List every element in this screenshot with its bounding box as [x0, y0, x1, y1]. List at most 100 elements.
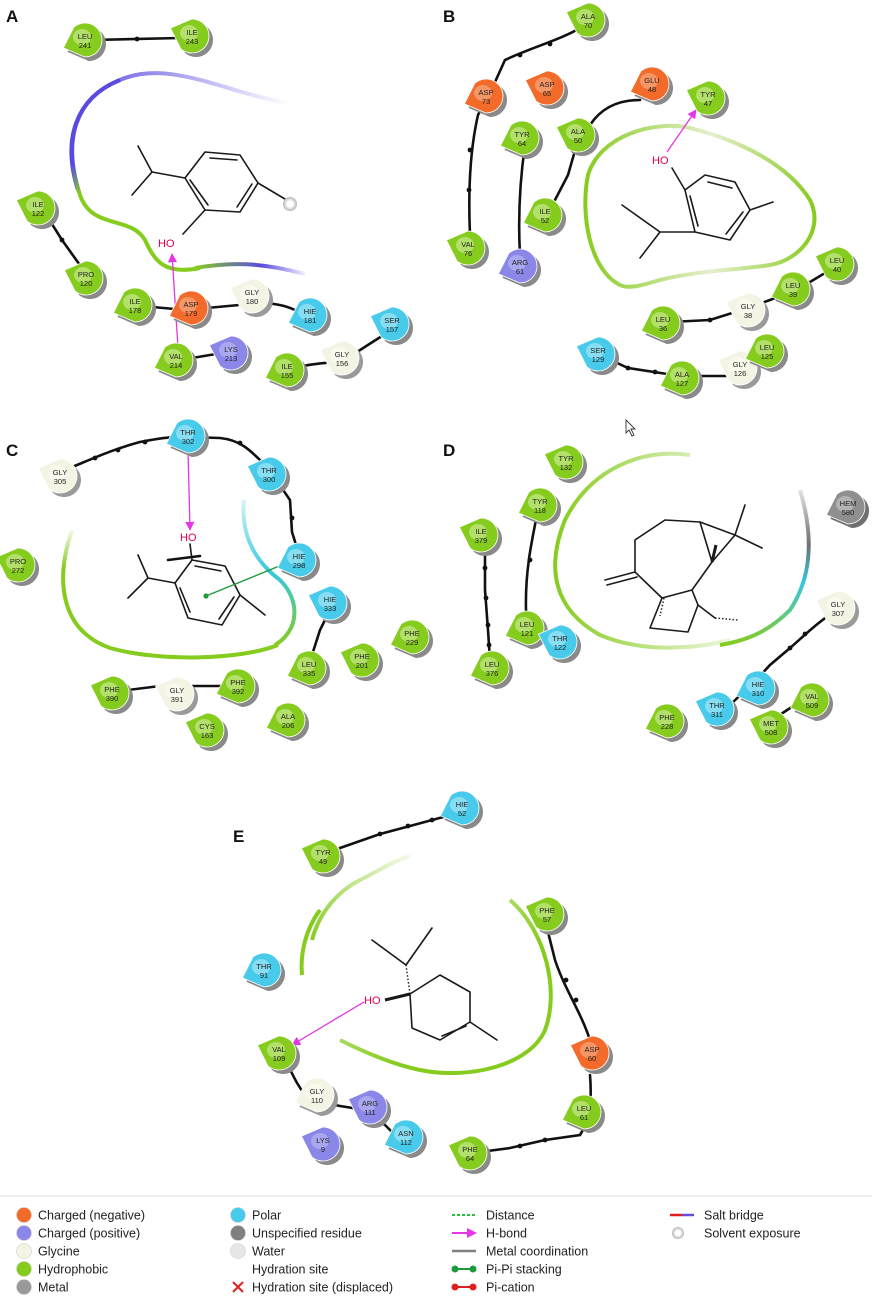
residue-name: ALA — [675, 370, 689, 379]
residue-name: SER — [590, 346, 606, 355]
residue-number: 310 — [752, 689, 765, 698]
pocket-outline-d-left — [553, 451, 731, 650]
residue-highlight — [305, 1084, 323, 1100]
residue-number: 110 — [311, 1096, 323, 1105]
panel-letter-b: B — [443, 7, 455, 26]
hbond-arrow-a — [167, 253, 179, 349]
legend-item-pi-pi-stacking: Pi-Pi stacking — [451, 1263, 562, 1277]
residue-name: CYS — [199, 722, 214, 731]
residue-number: 580 — [842, 508, 855, 517]
residue-name: ILE — [186, 28, 197, 37]
panel-letter-c: C — [6, 441, 18, 460]
residue-number: 38 — [744, 311, 752, 320]
residue-number: 300 — [263, 475, 276, 484]
residue-number: 201 — [356, 661, 369, 670]
residue-name: PHE — [230, 678, 245, 687]
residue-highlight — [586, 343, 604, 359]
residue-name: THR — [709, 701, 725, 710]
residue-number: 73 — [482, 97, 490, 106]
residue-number: 302 — [182, 437, 195, 446]
ligand-a — [131, 145, 297, 235]
chain-e-1 — [338, 811, 460, 850]
residue-number: 157 — [386, 325, 399, 334]
residue-highlight — [736, 299, 754, 315]
residue-name: PHE — [539, 906, 554, 915]
legend-item-polar: Polar — [230, 1207, 281, 1223]
residue-highlight — [696, 87, 714, 103]
residue-highlight — [825, 253, 843, 269]
residue-number: 206 — [282, 721, 295, 730]
residue-number: 64 — [466, 1154, 474, 1163]
residue-highlight — [275, 359, 293, 375]
residue-highlight — [180, 25, 198, 41]
residue-number: 127 — [676, 379, 689, 388]
panel-d: D — [443, 441, 842, 720]
residue-name: TYR — [701, 90, 717, 99]
residue-highlight — [510, 127, 528, 143]
residue-number: 64 — [518, 139, 526, 148]
legend-item-distance: Distance — [452, 1209, 535, 1223]
pocket-outline-c-right — [241, 499, 297, 647]
residue-highlight — [179, 297, 197, 313]
residue-number: 213 — [225, 354, 238, 363]
pocket-outline-d-right — [719, 489, 811, 647]
residue-highlight — [456, 237, 474, 253]
residue-name: GLY — [741, 302, 755, 311]
ligand-d — [604, 504, 763, 633]
residue-name: ILE — [129, 297, 140, 306]
pipi-centroid — [203, 593, 209, 599]
residue-number: 61 — [516, 267, 524, 276]
residue-number: 9 — [321, 1145, 325, 1154]
legend-circle-icon — [16, 1207, 32, 1223]
residue-name: PHE — [354, 652, 369, 661]
residue-name: THR — [256, 962, 272, 971]
legend-circle-icon — [16, 1243, 32, 1259]
residue-highlight — [287, 549, 305, 565]
residue-number: 155 — [281, 371, 294, 380]
legend-label: Polar — [252, 1209, 281, 1223]
residue-highlight — [572, 1101, 590, 1117]
residue-name: PHE — [659, 713, 674, 722]
residue-highlight — [240, 285, 258, 301]
residue-name: LEU — [520, 620, 535, 629]
residue-highlight — [670, 367, 688, 383]
legend-label: Hydrophobic — [38, 1263, 108, 1277]
legend-label: Unspecified residue — [252, 1227, 362, 1241]
chain-e-2 — [543, 918, 592, 1042]
pocket-outline-e-1 — [310, 854, 411, 941]
residue-highlight — [515, 617, 533, 633]
residue-highlight — [705, 698, 723, 714]
residue-highlight — [508, 255, 526, 271]
residue-layer: LEU241ILE243ILE122PRO120ILE178ASP179GLY1… — [0, 2, 870, 1174]
residue-highlight — [358, 1096, 376, 1112]
residue-number: 391 — [171, 695, 184, 704]
residue-number: 57 — [543, 915, 551, 924]
residue-number: 214 — [170, 361, 183, 370]
residue-name: ILE — [281, 362, 292, 371]
residue-name: ASN — [398, 1129, 413, 1138]
residue-name: HIE — [324, 595, 337, 604]
pocket-outline-a-top — [69, 71, 291, 191]
residue-highlight — [26, 197, 44, 213]
residue-highlight — [330, 347, 348, 363]
residue-highlight — [164, 349, 182, 365]
